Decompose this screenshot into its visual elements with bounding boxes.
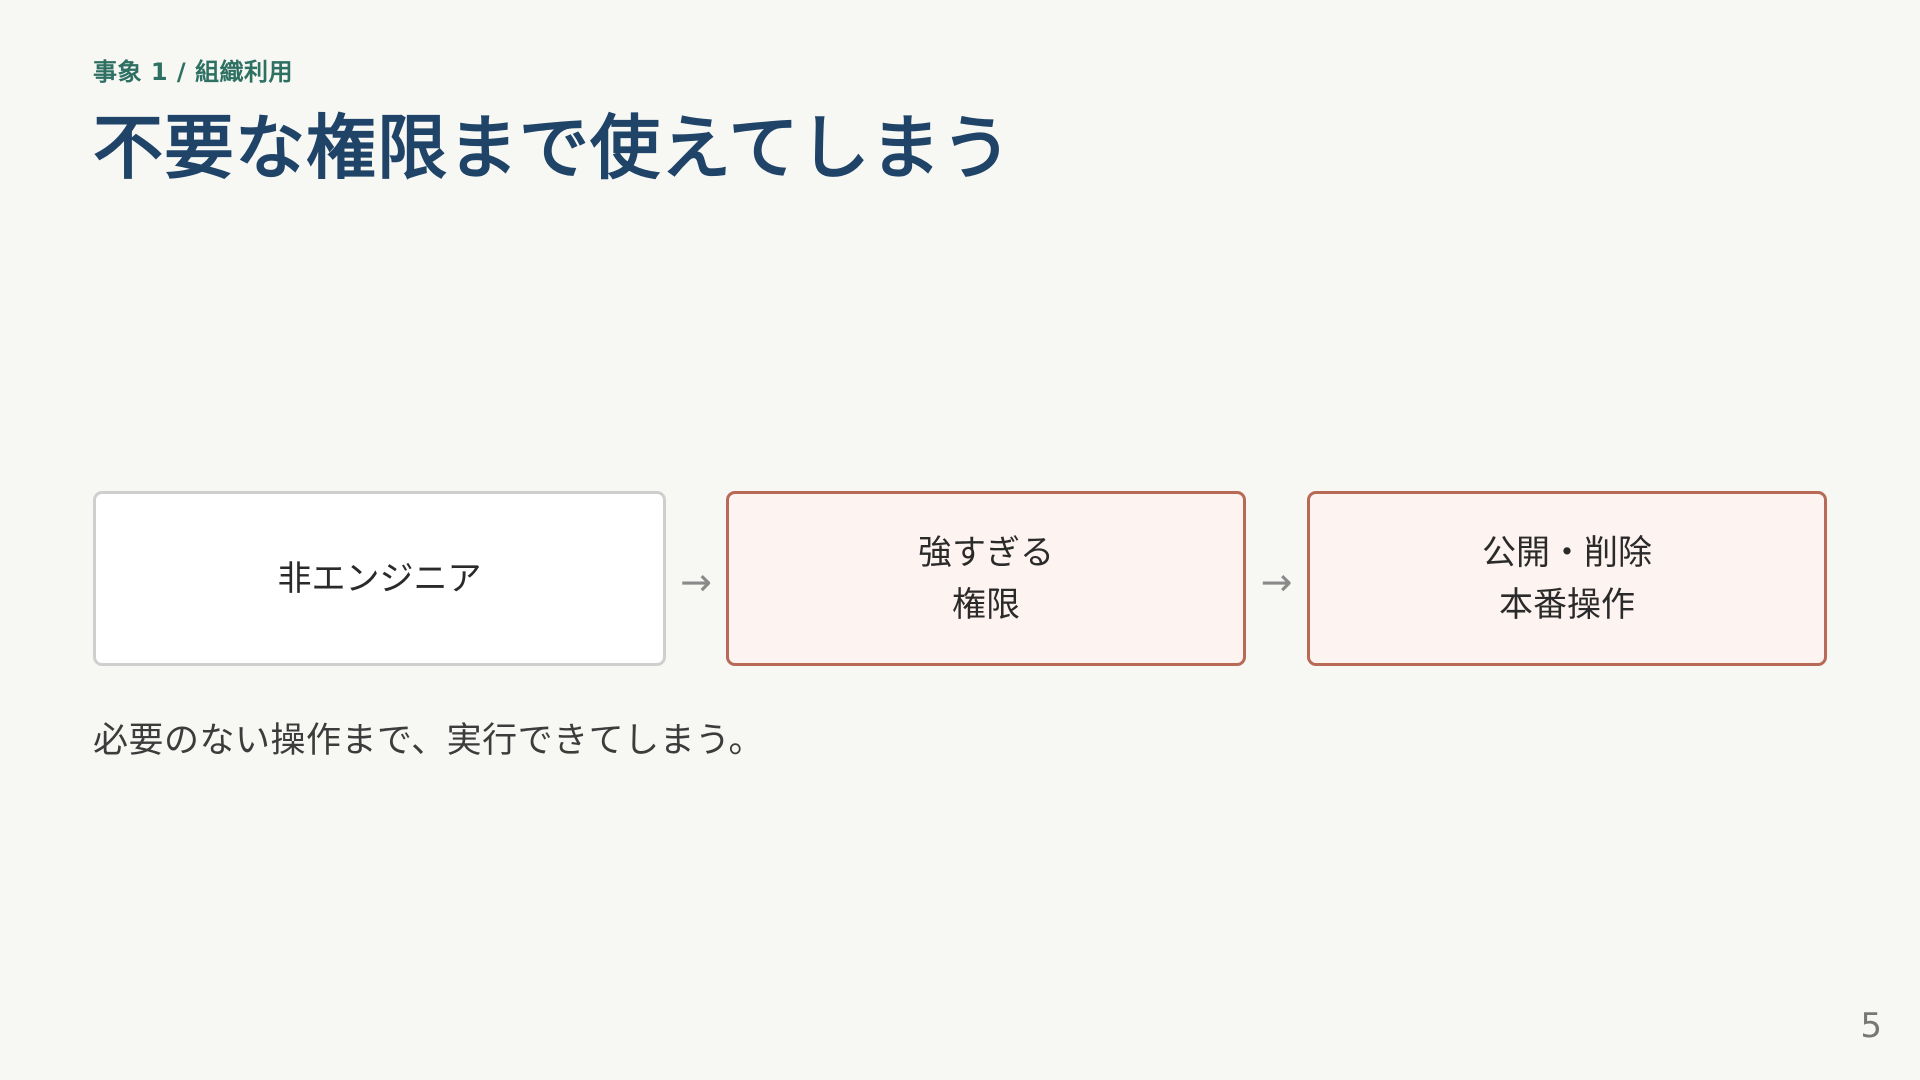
flow-arrow: →	[680, 559, 712, 604]
slide-kicker: 事象 1 / 組織利用	[93, 58, 294, 86]
flow-step-label: 非エンジニア	[277, 558, 482, 599]
flow-step-production-operations: 公開・削除 本番操作	[1307, 491, 1827, 666]
flow-step-label: 強すぎる	[918, 532, 1054, 573]
flow-step-excessive-permissions: 強すぎる 権限	[726, 491, 1246, 666]
flow-diagram: 非エンジニア → 強すぎる 権限 → 公開・削除 本番操作	[93, 491, 1827, 666]
flow-step-label: 権限	[952, 584, 1020, 625]
page-number: 5	[1860, 1006, 1882, 1046]
flow-step-non-engineer: 非エンジニア	[93, 491, 666, 666]
flow-arrow: →	[1260, 559, 1293, 604]
slide-title: 不要な権限まで使えてしまう	[93, 107, 1013, 189]
slide-caption: 必要のない操作まで、実行できてしまう。	[93, 721, 765, 761]
flow-step-label: 公開・削除	[1482, 532, 1652, 573]
flow-step-label: 本番操作	[1499, 584, 1635, 625]
